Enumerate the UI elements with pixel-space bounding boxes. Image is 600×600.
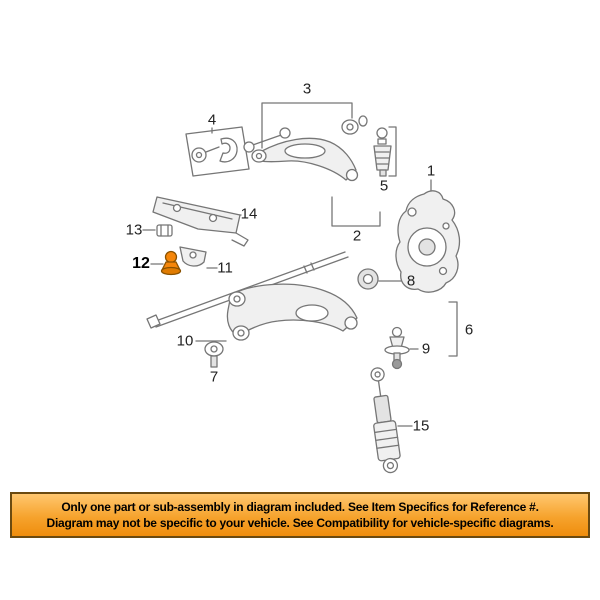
callout-12-highlighted: 12	[132, 255, 150, 272]
disclaimer-line-1: Only one part or sub-assembly in diagram…	[61, 500, 539, 514]
callout-1: 1	[426, 162, 436, 180]
part-8-bushing	[357, 268, 379, 290]
part-12-ball-joint-highlighted	[160, 250, 182, 276]
callout-4: 4	[207, 111, 217, 129]
callout-15: 15	[412, 417, 430, 435]
steering-knuckle	[395, 190, 461, 293]
disclaimer-banner: Only one part or sub-assembly in diagram…	[10, 492, 590, 538]
callout-5: 5	[379, 177, 389, 195]
suspension-diagram-art	[142, 102, 461, 474]
callout-9: 9	[421, 340, 431, 358]
callout-8: 8	[406, 272, 416, 290]
callout-6: 6	[464, 321, 474, 339]
lower-control-arm	[226, 283, 358, 341]
part-5-link-pin	[373, 127, 392, 177]
callout-7: 7	[209, 368, 219, 386]
part-4-cam-bolt-kit	[185, 126, 250, 177]
shock-absorber	[370, 367, 401, 474]
callout-10: 10	[176, 332, 194, 350]
disclaimer-line-2: Diagram may not be specific to your vehi…	[46, 516, 554, 530]
callout-11: 11	[217, 259, 233, 277]
part-11-bracket	[179, 246, 207, 267]
part-14-support	[152, 196, 249, 247]
callout-2: 2	[352, 227, 362, 245]
callout-3: 3	[302, 80, 312, 98]
part-7-bushing-bolt	[204, 341, 224, 368]
part-9-ball-joint	[384, 326, 410, 370]
callout-14: 14	[240, 205, 258, 223]
callout-13: 13	[125, 221, 143, 239]
part-13-clip	[156, 224, 173, 237]
upper-control-arm	[243, 115, 368, 182]
